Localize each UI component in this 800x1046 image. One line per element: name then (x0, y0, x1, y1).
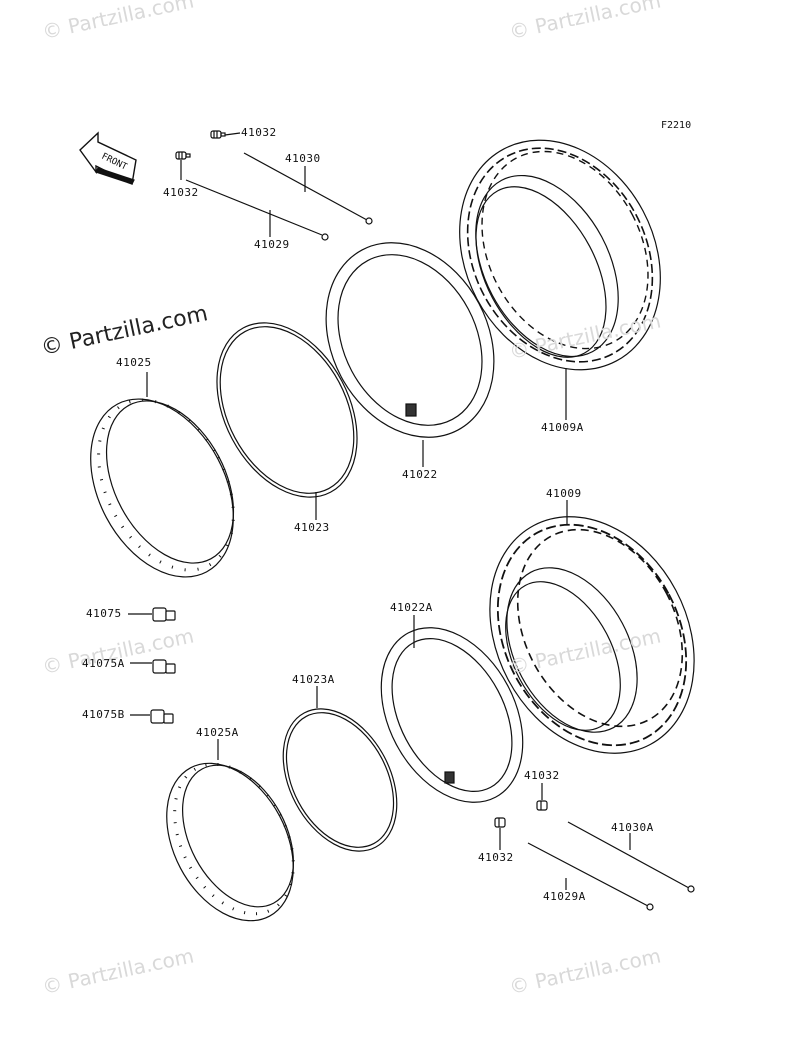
part-label-41009[interactable]: 41009 (546, 487, 582, 500)
rear-tire-41009 (489, 500, 695, 754)
spoke-nipple-41032-top-icon (210, 130, 226, 139)
figure-code: F2210 (661, 120, 692, 131)
part-label-41029[interactable]: 41029 (254, 238, 290, 251)
valve-41075A-icon (130, 659, 176, 674)
rear-rim-band-41023A (282, 686, 398, 852)
spoke-41030A (567, 821, 695, 893)
part-label-41023A[interactable]: 41023A (292, 673, 335, 686)
front-tube-41022 (325, 242, 495, 467)
part-label-41075B[interactable]: 41075B (82, 708, 125, 721)
part-label-41030[interactable]: 41030 (285, 152, 321, 165)
spoke-nipple-41032-rear-upper-icon (536, 783, 548, 811)
rear-tube-41022A (380, 615, 524, 803)
part-label-41032-top[interactable]: 41032 (241, 126, 277, 139)
part-label-41025[interactable]: 41025 (116, 356, 152, 369)
part-label-41032-rear-lower[interactable]: 41032 (478, 851, 514, 864)
spoke-41029A (527, 842, 654, 911)
valve-41075-icon (128, 607, 176, 622)
part-label-41022A[interactable]: 41022A (390, 601, 433, 614)
part-label-41075A[interactable]: 41075A (82, 657, 125, 670)
part-label-41025A[interactable]: 41025A (196, 726, 239, 739)
front-arrow-icon: FRONT (79, 131, 137, 186)
part-label-41032-left[interactable]: 41032 (163, 186, 199, 199)
part-label-41029A[interactable]: 41029A (543, 890, 586, 903)
rear-rim-41025A (166, 739, 295, 922)
part-label-41075[interactable]: 41075 (86, 607, 122, 620)
front-rim-band-41023 (216, 322, 358, 520)
spoke-nipple-41032-rear-lower-icon (494, 817, 506, 850)
front-tire-41009A (459, 139, 661, 420)
part-label-41023[interactable]: 41023 (294, 521, 330, 534)
spoke-41029 (185, 179, 329, 241)
part-label-41032-rear-upper[interactable]: 41032 (524, 769, 560, 782)
spoke-nipple-41032-left-icon (175, 151, 191, 180)
part-label-41030A[interactable]: 41030A (611, 821, 654, 834)
valve-41075B-icon (130, 709, 174, 724)
part-label-41022[interactable]: 41022 (402, 468, 438, 481)
front-rim-41025 (90, 372, 235, 578)
part-label-41009A[interactable]: 41009A (541, 421, 584, 434)
